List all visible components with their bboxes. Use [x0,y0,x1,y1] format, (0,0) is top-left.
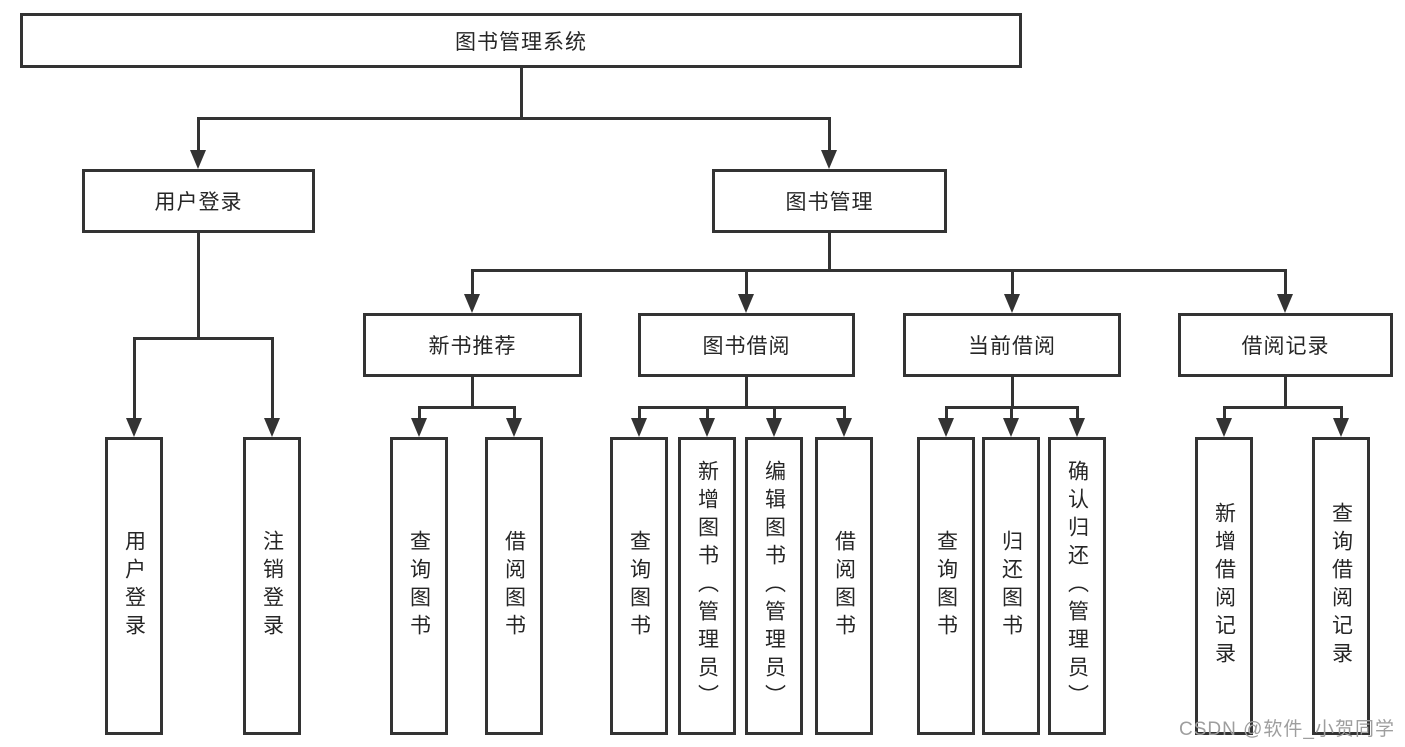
arrow-down-icon [1069,418,1085,437]
leaf-query-borrow-record: 查询借阅记录 [1312,437,1370,735]
node-user-login: 用户登录 [82,169,315,233]
connector-line [745,269,748,296]
node-book-management: 图书管理 [712,169,947,233]
connector-line [1340,406,1343,420]
arrow-down-icon [464,294,480,313]
arrow-down-icon [411,418,427,437]
connector-line [1223,406,1343,409]
arrow-down-icon [836,418,852,437]
leaf-query-books-current: 查询图书 [917,437,975,735]
connector-line [1284,269,1287,296]
connector-line [1011,377,1014,409]
arrow-down-icon [766,418,782,437]
connector-line [197,233,200,340]
leaf-confirm-return-admin: 确认归还（管理员） [1048,437,1106,735]
node-new-book-recommend: 新书推荐 [363,313,582,377]
node-book-borrow: 图书借阅 [638,313,855,377]
connector-line [1284,377,1287,409]
arrow-down-icon [126,418,142,437]
connector-line [520,68,523,118]
connector-line [197,117,831,120]
connector-line [418,406,421,420]
connector-line [638,406,641,420]
arrow-down-icon [738,294,754,313]
arrow-down-icon [1216,418,1232,437]
arrow-down-icon [506,418,522,437]
connector-line [638,406,846,409]
connector-line [706,406,709,420]
connector-line [133,337,136,420]
leaf-add-borrow-record: 新增借阅记录 [1195,437,1253,735]
connector-line [471,269,1287,272]
connector-line [418,406,516,409]
leaf-query-books: 查询图书 [610,437,668,735]
arrow-down-icon [1003,418,1019,437]
connector-line [1010,406,1013,420]
arrow-down-icon [1004,294,1020,313]
arrow-down-icon [190,150,206,169]
connector-line [133,337,274,340]
connector-line [843,406,846,420]
node-root: 图书管理系统 [20,13,1022,68]
arrow-down-icon [1333,418,1349,437]
leaf-borrow-books-recommend: 借阅图书 [485,437,543,735]
connector-line [471,269,474,296]
connector-line [513,406,516,420]
connector-line [828,232,831,272]
leaf-query-books-recommend: 查询图书 [390,437,448,735]
connector-line [828,117,831,152]
arrow-down-icon [631,418,647,437]
connector-line [1223,406,1226,420]
leaf-edit-books-admin: 编辑图书（管理员） [745,437,803,735]
leaf-add-books-admin: 新增图书（管理员） [678,437,736,735]
connector-line [1076,406,1079,420]
node-borrow-records: 借阅记录 [1178,313,1393,377]
leaf-return-books: 归还图书 [982,437,1040,735]
arrow-down-icon [699,418,715,437]
leaf-logout: 注销登录 [243,437,301,735]
leaf-user-login: 用户登录 [105,437,163,735]
connector-line [1011,269,1014,296]
arrow-down-icon [938,418,954,437]
connector-line [745,377,748,409]
watermark: CSDN @软件_小贺同学 [1179,719,1395,740]
arrow-down-icon [1277,294,1293,313]
arrow-down-icon [821,150,837,169]
node-current-borrow: 当前借阅 [903,313,1121,377]
arrow-down-icon [264,418,280,437]
leaf-borrow-books: 借阅图书 [815,437,873,735]
connector-line [471,377,474,409]
connector-line [945,406,948,420]
connector-line [773,406,776,420]
connector-line [197,117,200,152]
connector-line [271,337,274,420]
